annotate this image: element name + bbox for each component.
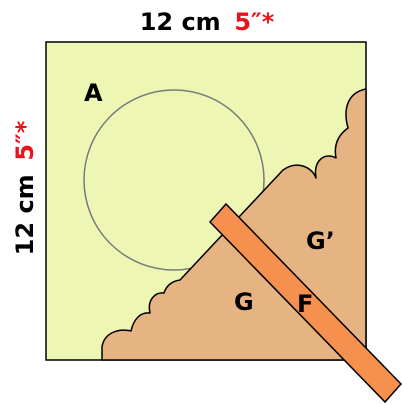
circle-outline xyxy=(83,89,265,271)
left-dimension-value: 12 cm xyxy=(11,174,39,255)
top-dimension-value: 12 cm xyxy=(140,8,221,36)
left-dimension-alt: 5″* xyxy=(11,120,39,160)
label-g-prime: G’ xyxy=(306,227,335,255)
left-dimension-label: 12 cm 5″* xyxy=(11,120,39,255)
label-f: F xyxy=(297,290,313,318)
strip-f xyxy=(208,202,402,404)
top-dimension-label: 12 cm 5″* xyxy=(140,8,275,36)
label-a: A xyxy=(84,79,103,107)
label-g: G xyxy=(234,288,254,316)
top-dimension-alt: 5″* xyxy=(234,8,274,36)
